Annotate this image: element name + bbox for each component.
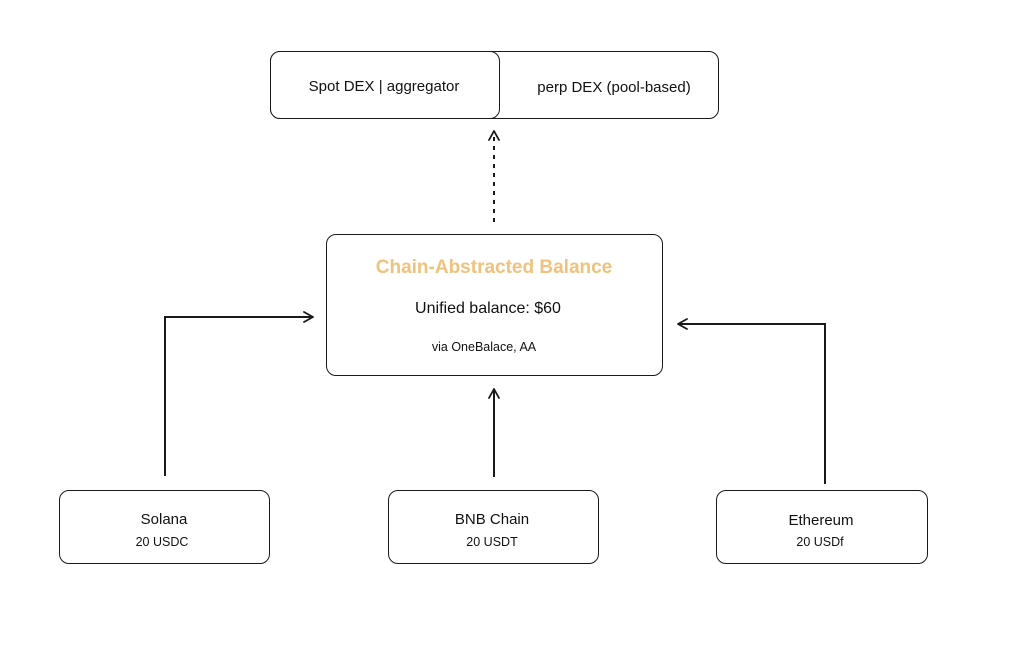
spot-dex-label: Spot DEX | aggregator [308, 78, 460, 95]
chain-box-solana [59, 490, 270, 564]
balance-via-text: via OneBalace, AA [431, 340, 537, 354]
unified-balance-text: Unified balance: $60 [415, 300, 561, 317]
spot-dex-box [270, 51, 500, 119]
chain-amount-solana: 20 USDC [135, 535, 189, 549]
arrow-ethereum-to-balance [677, 318, 826, 484]
perp-dex-label: perp DEX (pool-based) [537, 79, 691, 96]
chain-box-bnb [388, 490, 599, 564]
chain-amount-bnb: 20 USDT [466, 535, 518, 549]
balance-title: Chain-Abstracted Balance [375, 257, 613, 278]
chain-name-bnb: BNB Chain [454, 511, 530, 528]
chain-amount-ethereum: 20 USDf [796, 535, 844, 549]
arrow-solana-to-balance [164, 311, 314, 476]
chain-abstracted-balance-box [326, 234, 663, 376]
chain-name-solana: Solana [140, 511, 188, 528]
chain-box-ethereum [716, 490, 928, 564]
chain-name-ethereum: Ethereum [788, 512, 854, 529]
